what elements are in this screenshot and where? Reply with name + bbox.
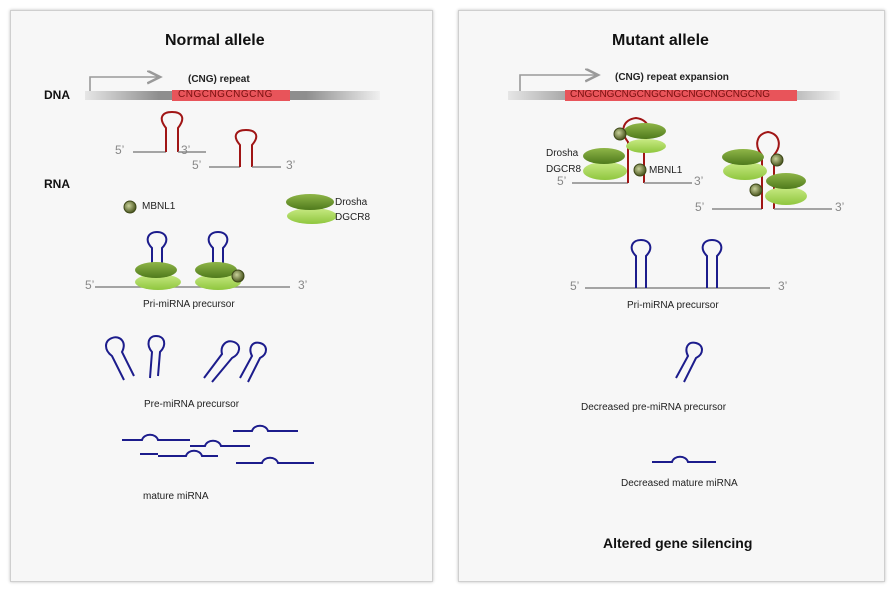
mutant-allele-panel (458, 10, 885, 582)
mbnl1-sequestered-4 (749, 183, 763, 197)
drosha-sequestered-2 (583, 148, 625, 164)
mbnl1-sequestered-2 (633, 163, 647, 177)
mbnl1-sequestered-1 (613, 127, 627, 141)
dgcr8-sequestered-4 (765, 187, 807, 205)
repeat-sequence: CNGCNGCNGCNG (178, 89, 273, 100)
drosha-sequestered-3 (722, 149, 764, 165)
pre-mirna-label: Pre-miRNA precursor (144, 399, 240, 410)
mutant-rna-1-five-prime: 5’ (557, 174, 567, 188)
rna-2-three-prime: 3’ (286, 158, 296, 172)
cng-repeat-region (172, 90, 290, 101)
dgcr8-bound-2 (195, 274, 241, 290)
repeat-expansion-sequence: CNGCNGCNGCNGCNGCNGCNGCNGCNG (570, 89, 770, 100)
drosha-sequestered-1 (624, 123, 666, 139)
pri-right-three-prime: 3’ (778, 279, 788, 293)
drosha-legend-label: Drosha (335, 197, 368, 208)
mbnl1-label-mutant: MBNL1 (649, 165, 683, 176)
drosha-bound-2 (195, 262, 237, 278)
decreased-mature-mirna-label: Decreased mature miRNA (621, 478, 738, 489)
pri-left-three-prime: 3’ (298, 278, 308, 292)
drosha-sequestered-4 (766, 173, 806, 189)
dgcr8-sequestered-1 (626, 139, 666, 153)
drosha-bound-1 (135, 262, 177, 278)
pri-mirna-left (95, 230, 290, 288)
mutant-rna-hairpin-2 (712, 130, 832, 210)
altered-gene-silencing-label: Altered gene silencing (603, 535, 753, 551)
dgcr8-sequestered-3 (723, 162, 767, 180)
pre-mirna-hairpin-decreased (675, 341, 703, 383)
pri-right-five-prime: 5’ (570, 279, 580, 293)
mature-mirna-decreased (652, 455, 716, 463)
dgcr8-legend-label: DGCR8 (335, 212, 371, 223)
decreased-pre-mirna-label: Decreased pre-miRNA precursor (581, 402, 727, 413)
left-panel-title: Normal allele (165, 32, 265, 49)
repeat-label: (CNG) repeat (188, 74, 250, 85)
dgcr8-label-mutant: DGCR8 (546, 164, 582, 175)
mutant-rna-1-three-prime: 3’ (694, 174, 704, 188)
mutant-rna-2-five-prime: 5’ (695, 200, 705, 214)
cng-repeat-expansion-region (565, 90, 797, 101)
pri-mirna-label-mutant: Pri-miRNA precursor (627, 300, 719, 311)
pri-mirna-right (585, 238, 770, 289)
dgcr8-bound-1 (135, 274, 181, 290)
rna-hairpin-1 (133, 110, 206, 153)
transcription-arrow-mutant (519, 75, 598, 91)
pri-mirna-label: Pri-miRNA precursor (143, 299, 235, 310)
mature-mirna-duplexes (122, 424, 314, 464)
mbnl1-legend-icon (123, 200, 137, 214)
right-panel-title: Mutant allele (612, 32, 709, 49)
rna-1-three-prime: 3’ (181, 143, 191, 157)
dgcr8-sequestered-2 (583, 162, 627, 180)
drosha-legend-icon (286, 194, 334, 210)
rna-2-five-prime: 5’ (192, 158, 202, 172)
drosha-label-mutant: Drosha (546, 148, 579, 159)
rna-hairpin-2 (209, 128, 281, 168)
mbnl1-legend-label: MBNL1 (142, 201, 176, 212)
pri-left-five-prime: 5’ (85, 278, 95, 292)
dgcr8-legend-icon (287, 208, 337, 224)
normal-allele-panel (10, 10, 433, 582)
rna-label: RNA (44, 177, 70, 191)
transcription-arrow (89, 77, 160, 91)
dna-label: DNA (44, 88, 70, 102)
rna-1-five-prime: 5’ (115, 143, 125, 157)
pre-mirna-hairpins (105, 334, 267, 383)
mbnl1-bound (231, 269, 245, 283)
mature-mirna-label: mature miRNA (143, 491, 209, 502)
repeat-expansion-label: (CNG) repeat expansion (615, 72, 729, 83)
mutant-rna-2-three-prime: 3’ (835, 200, 845, 214)
mbnl1-sequestered-3 (770, 153, 784, 167)
